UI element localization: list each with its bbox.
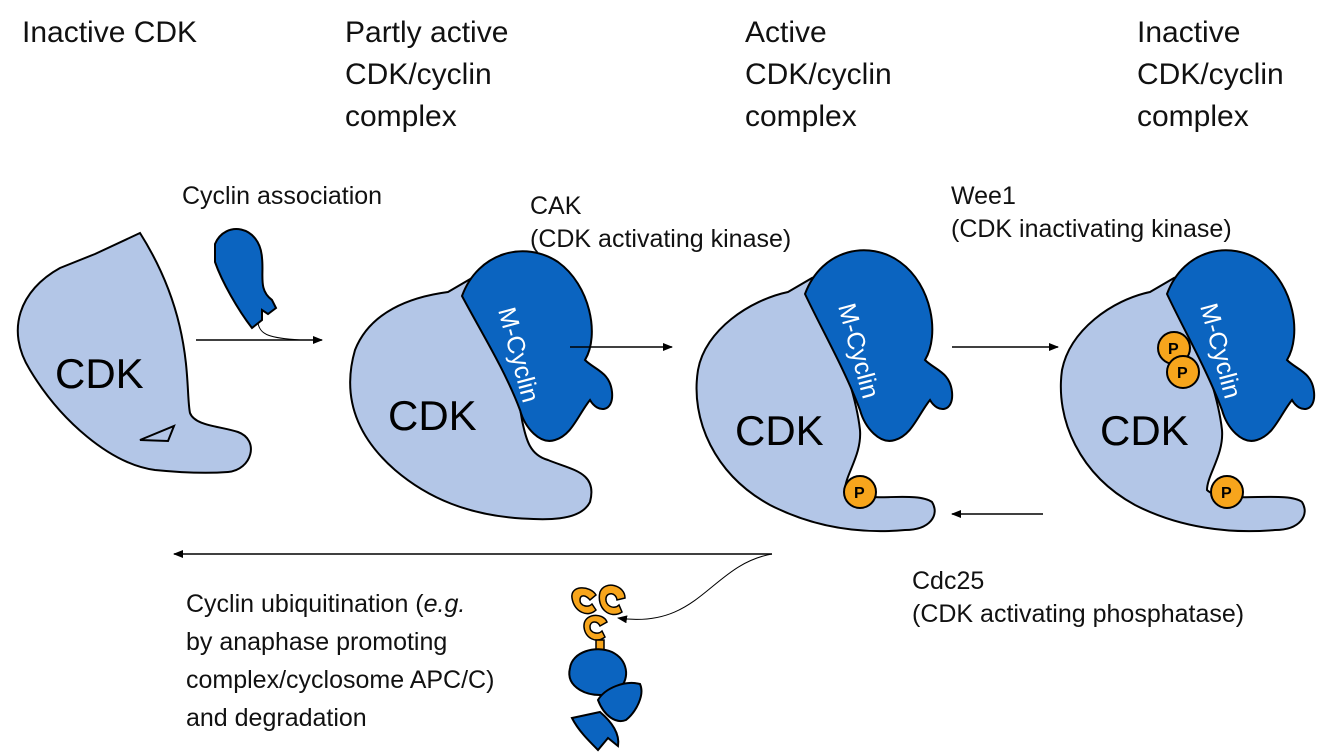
stage-inactive-cdk-label: Inactive CDK	[22, 16, 198, 49]
inactive-phosphate-3: P	[1210, 475, 1244, 509]
inactive-phosphate-2-text: P	[1177, 365, 1188, 382]
cyclin-fragment-3	[570, 710, 620, 752]
inactive-phosphate-2: P	[1166, 355, 1200, 389]
ubiquitination-line2: by anaphase promoting	[186, 628, 448, 656]
inactive-complex: CDK M-Cyclin P P P	[1059, 249, 1316, 533]
free-cyclin-shape	[214, 228, 278, 330]
ubiquitination-line4: and degradation	[186, 704, 367, 732]
stage-inactive-complex-line1: Inactive	[1137, 16, 1241, 49]
inactive-phosphate-3-text: P	[1221, 485, 1232, 502]
stage-active-line1: Active	[745, 16, 827, 49]
active-complex: CDK M-Cyclin P	[695, 249, 954, 533]
active-phosphate-text: P	[854, 485, 865, 502]
active-cdk-text: CDK	[735, 407, 824, 454]
stage-inactive-complex-line3: complex	[1137, 100, 1249, 133]
inactive-phosphate-1-text: P	[1168, 341, 1179, 358]
cak-label: CAK (CDK activating kinase)	[530, 190, 791, 256]
cak-line2: (CDK activating kinase)	[530, 225, 792, 253]
stage-inactive-complex-line2: CDK/cyclin	[1137, 58, 1284, 91]
ubiquitination-line1-prefix: Cyclin ubiquitination (	[186, 590, 424, 618]
stage-active-line3: complex	[745, 100, 857, 133]
cak-line1: CAK	[530, 192, 582, 220]
partly-active-complex: CDK M-Cyclin	[349, 250, 614, 521]
stage-partly-active-line3: complex	[345, 100, 457, 133]
ubiquitin-2	[598, 584, 626, 616]
stage-active-label: Active CDK/cyclin complex	[745, 12, 892, 138]
ubiquitin-curve	[617, 553, 773, 624]
partly-active-cdk-text: CDK	[388, 392, 477, 439]
stage-inactive-complex-label: Inactive CDK/cyclin complex	[1137, 12, 1284, 138]
stage-partly-active-label: Partly active CDK/cyclin complex	[345, 12, 508, 138]
inactive-phosphate-1: P	[1157, 331, 1191, 365]
inactive-cdk-shape: CDK	[16, 231, 252, 474]
cyclin-binding-curve	[257, 322, 301, 341]
stage-partly-active-line1: Partly active	[345, 16, 509, 49]
ubiquitination-label: Cyclin ubiquitination (e.g. by anaphase …	[186, 585, 494, 737]
wee1-line2: (CDK inactivating kinase)	[951, 215, 1232, 243]
active-phosphate: P	[843, 475, 877, 509]
ubiquitin-1	[571, 587, 597, 615]
stage-active-line2: CDK/cyclin	[745, 58, 892, 91]
cdc25-label: Cdc25 (CDK activating phosphatase)	[912, 565, 1244, 631]
wee1-label: Wee1 (CDK inactivating kinase)	[951, 180, 1232, 246]
ubiquitin-3	[583, 614, 608, 641]
cyclin-fragment-2	[596, 682, 643, 722]
wee1-line1: Wee1	[951, 182, 1016, 210]
ubiquitination-line1: Cyclin ubiquitination (e.g.	[186, 585, 494, 623]
cyclin-association-label: Cyclin association	[182, 182, 383, 210]
inactive-cdk-text: CDK	[55, 350, 144, 397]
inactive-cdk2-text: CDK	[1100, 407, 1189, 454]
cdc25-line2: (CDK activating phosphatase)	[912, 600, 1245, 628]
ubiquitination-line1-italic: e.g.	[423, 590, 466, 618]
stage-partly-active-line2: CDK/cyclin	[345, 58, 492, 91]
ubiquitination-line3: complex/cyclosome APC/C)	[186, 666, 495, 694]
cdc25-line1: Cdc25	[912, 567, 985, 595]
degraded-cyclin	[568, 584, 643, 752]
